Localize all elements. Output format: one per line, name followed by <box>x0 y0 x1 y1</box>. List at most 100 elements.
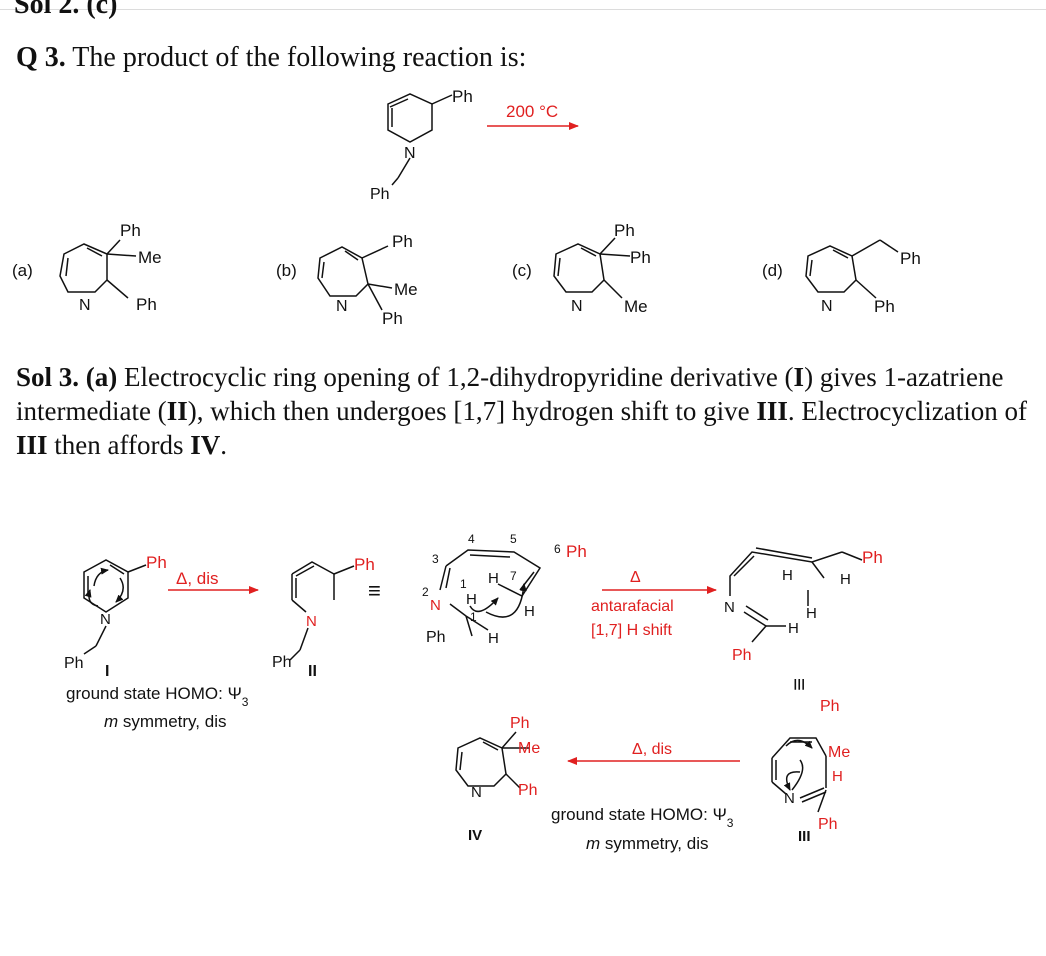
num-1b: 1 <box>470 610 477 624</box>
solution-text-1: Electrocyclic ring opening of 1,2-dihydr… <box>124 362 794 392</box>
IV-ph1: Ph <box>510 715 530 732</box>
label-I: I <box>105 663 109 680</box>
solution-label: Sol 3. <box>16 362 80 392</box>
num-2: 2 <box>422 585 429 599</box>
step2-delta: Δ <box>630 569 641 586</box>
question-text: The product of the following reaction is… <box>72 42 527 73</box>
step2-line2: [1,7] H shift <box>591 622 672 639</box>
roman-III: III <box>756 396 788 426</box>
question-3: Q 3. The product of the following reacti… <box>16 42 526 74</box>
option-b-me: Me <box>394 280 418 299</box>
compound-I: Ph N Ph I <box>64 553 167 680</box>
compound-II: Ph N Ph II <box>272 555 375 680</box>
option-b-ph1: Ph <box>392 232 413 251</box>
IIIc-ph2: Ph <box>818 816 838 833</box>
homo-III-line2: m symmetry, dis <box>586 834 708 853</box>
IIIc-h: H <box>832 768 843 785</box>
I-n-ph: Ph <box>64 655 84 672</box>
option-d-n: N <box>821 298 833 315</box>
compound-III-open: Ph H H H H N Ph <box>724 547 883 664</box>
nt-n: N <box>430 597 441 614</box>
step2-line1: antarafacial <box>591 598 674 615</box>
option-b: (b) Ph Me Ph N <box>276 232 418 328</box>
III-h4: H <box>788 620 799 637</box>
numbered-azatriene: 4 5 6 3 2 1 7 1 Ph N H H H Ph H <box>422 532 587 647</box>
roman-I: I <box>793 362 805 392</box>
question-label: Q 3. <box>16 42 66 73</box>
compound-III-coiled: Ph Me H Ph N III <box>771 698 850 845</box>
solution-text-6: . <box>220 430 228 460</box>
IV-ph2: Ph <box>518 782 538 799</box>
option-a-label: (a) <box>12 261 33 280</box>
option-c-ph1: Ph <box>614 221 635 240</box>
IIIc-n: N <box>784 790 795 807</box>
num-4: 4 <box>468 532 475 546</box>
III-n: N <box>724 599 735 616</box>
option-a: (a) Ph Me Ph N <box>12 221 162 314</box>
num-7: 7 <box>510 569 517 583</box>
homo-I-line2: m symmetry, dis <box>104 712 226 731</box>
num-6: 6 <box>554 542 561 556</box>
option-c-n: N <box>571 298 583 315</box>
option-c-label: (c) <box>512 261 532 280</box>
nt-n-ph: Ph <box>426 629 446 646</box>
num-5: 5 <box>510 532 517 546</box>
num-1: 1 <box>460 577 467 591</box>
III-h2: H <box>840 571 851 588</box>
II-n-ph: Ph <box>272 654 292 671</box>
option-b-ph2: Ph <box>382 309 403 328</box>
roman-IV: IV <box>190 430 221 460</box>
III-n-ph: Ph <box>732 647 752 664</box>
nt-h1: H <box>488 570 499 587</box>
option-c: (c) Ph Ph Me N <box>512 221 651 316</box>
nt-h4: H <box>488 630 499 647</box>
IIIc-ph: Ph <box>820 698 840 715</box>
option-b-label: (b) <box>276 261 297 280</box>
reactant-ph: Ph <box>452 87 473 106</box>
previous-answer: Sol 2. (c) <box>14 0 118 20</box>
roman-III-b: III <box>16 430 48 460</box>
option-d-ph1: Ph <box>900 249 921 268</box>
label-II: II <box>308 663 317 680</box>
option-a-ph1: Ph <box>120 221 141 240</box>
option-c-ph2: Ph <box>630 248 651 267</box>
label-IV: IV <box>468 827 482 844</box>
equiv-1: ≡ <box>368 578 381 603</box>
option-d-label: (d) <box>762 261 783 280</box>
II-n: N <box>306 613 317 630</box>
reactant-n-ph: Ph <box>370 186 390 203</box>
II-ph: Ph <box>354 555 375 574</box>
compound-IV: Ph Me Ph N IV <box>455 715 540 844</box>
num-3: 3 <box>432 552 439 566</box>
option-a-n: N <box>79 297 91 314</box>
solution-text-5: then affords <box>47 430 191 460</box>
roman-II: II <box>166 396 188 426</box>
solution-text-3: ), which then undergoes [1,7] hydrogen s… <box>187 396 757 426</box>
III-h1: H <box>782 567 793 584</box>
homo-III-line1: ground state HOMO: Ψ3 <box>551 805 734 830</box>
equiv-2: ≡ <box>787 678 812 691</box>
solution-text-4: . Electrocyclization of <box>787 396 1028 426</box>
reactant-n: N <box>404 145 416 162</box>
option-a-ph2: Ph <box>136 295 157 314</box>
option-d-ph2: Ph <box>874 297 895 316</box>
IV-me: Me <box>518 740 540 757</box>
option-a-me: Me <box>138 248 162 267</box>
top-divider <box>0 9 1046 10</box>
homo-I-line1: ground state HOMO: Ψ3 <box>66 684 249 709</box>
label-III: III <box>798 828 811 845</box>
IIIc-me: Me <box>828 744 850 761</box>
I-n: N <box>100 611 111 628</box>
nt-h2: H <box>466 591 477 608</box>
option-c-me: Me <box>624 297 648 316</box>
solution-paragraph: Sol 3. (a) Electrocyclic ring opening of… <box>16 360 1036 462</box>
reaction-conditions: 200 °C <box>506 102 558 121</box>
III-h3: H <box>806 605 817 622</box>
III-ph: Ph <box>862 548 883 567</box>
reactant-structure: Ph N Ph 200 °C <box>370 87 579 203</box>
step1-conditions: Δ, dis <box>176 569 219 588</box>
option-d: (d) Ph Ph N <box>762 239 921 316</box>
nt-h3: H <box>524 603 535 620</box>
